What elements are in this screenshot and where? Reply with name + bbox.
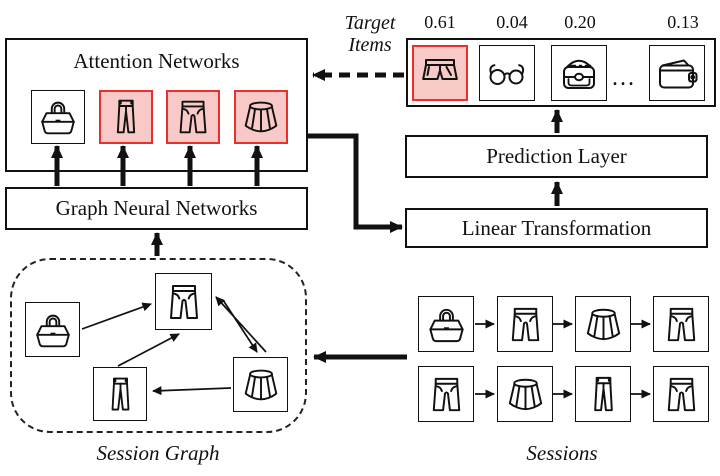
skirt-icon xyxy=(238,94,284,140)
pants-flared-icon xyxy=(658,301,705,348)
attention-item-pants-highlighted xyxy=(166,90,220,144)
target-item-glasses xyxy=(479,45,535,101)
graph-node-handbag xyxy=(25,302,80,357)
session-item-handbag xyxy=(418,296,474,352)
connector-attention-to-linear xyxy=(308,133,403,233)
jeans-skinny-icon xyxy=(98,372,143,417)
pants-flared-icon xyxy=(160,278,208,326)
skirt-icon xyxy=(502,371,549,418)
session-item-pants xyxy=(653,366,709,422)
target-items-box: ... xyxy=(406,38,716,107)
jeans-skinny-icon xyxy=(103,94,149,140)
target-score-3: 0.20 xyxy=(564,12,596,32)
graph-node-pants xyxy=(155,273,212,330)
skirt-icon xyxy=(580,301,627,348)
target-item-briefcase xyxy=(551,45,607,101)
session-item-skirt xyxy=(575,296,631,352)
pants-flared-icon xyxy=(170,94,216,140)
attention-item-skirt-highlighted xyxy=(234,90,288,144)
target-items-ellipsis: ... xyxy=(612,65,636,91)
pants-flared-icon xyxy=(502,301,549,348)
handbag-icon xyxy=(35,94,81,140)
wallet-icon xyxy=(653,49,701,97)
skirt-icon xyxy=(238,362,284,408)
linear-transformation-title: Linear Transformation xyxy=(461,215,652,240)
target-item-wallet xyxy=(649,45,705,101)
target-item-shorts-highlighted xyxy=(412,45,468,101)
session-graph-label: Session Graph xyxy=(96,441,220,465)
session-item-pants xyxy=(653,296,709,352)
session-item-jeans xyxy=(575,366,631,422)
graph-node-skirt xyxy=(233,357,288,412)
attention-networks-box: Attention Networks xyxy=(5,38,308,172)
briefcase-icon xyxy=(555,49,603,97)
graph-node-jeans xyxy=(93,367,147,421)
pants-flared-icon xyxy=(423,371,470,418)
pants-flared-icon xyxy=(658,371,705,418)
prediction-layer-title: Prediction Layer xyxy=(486,144,627,168)
target-items-label: Target Items xyxy=(344,12,396,56)
jeans-skinny-icon xyxy=(580,371,627,418)
handbag-icon xyxy=(30,307,76,353)
sessions-label: Sessions xyxy=(526,441,598,465)
linear-transformation-box: Linear Transformation xyxy=(405,208,708,248)
attention-item-handbag xyxy=(31,90,85,144)
session-graph-boundary xyxy=(10,258,307,433)
graph-neural-networks-title: Graph Neural Networks xyxy=(55,196,258,220)
session-item-skirt xyxy=(497,366,553,422)
target-score-1: 0.61 xyxy=(424,12,456,32)
glasses-icon xyxy=(483,49,531,97)
target-score-4: 0.13 xyxy=(667,12,699,32)
session-item-pants xyxy=(497,296,553,352)
target-score-2: 0.04 xyxy=(496,12,528,32)
handbag-icon xyxy=(423,301,470,348)
graph-neural-networks-box: Graph Neural Networks xyxy=(5,187,308,230)
session-item-pants xyxy=(418,366,474,422)
attention-item-jeans-highlighted xyxy=(99,90,153,144)
shorts-icon xyxy=(416,49,464,97)
attention-networks-title: Attention Networks xyxy=(73,49,240,73)
prediction-layer-box: Prediction Layer xyxy=(405,135,708,178)
